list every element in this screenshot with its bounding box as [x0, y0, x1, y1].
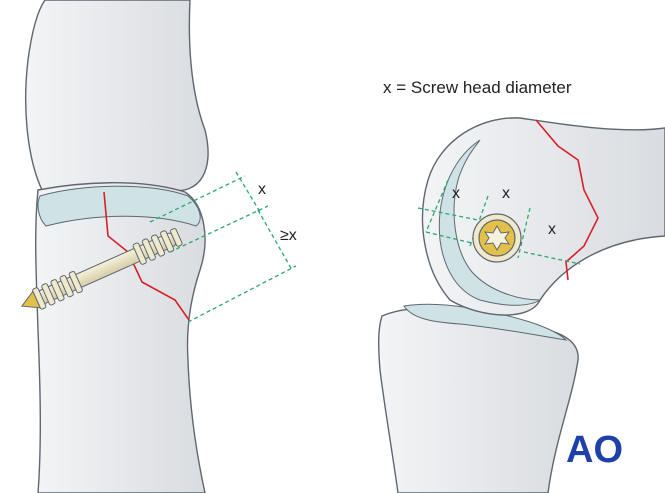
label-x-right-right: x: [548, 221, 556, 238]
label-x-right-top: x: [502, 185, 510, 202]
left-view: x ≥x: [17, 0, 296, 493]
legend-text: x = Screw head diameter: [383, 78, 572, 97]
screw-head: [473, 214, 521, 262]
proximal-phalanx-head: [26, 0, 208, 191]
label-x-left: x: [258, 181, 266, 198]
label-x-right-left: x: [452, 185, 460, 202]
middle-phalanx-base: [36, 183, 205, 493]
label-ge-x: ≥x: [280, 227, 297, 244]
ao-logo: AO: [566, 429, 623, 471]
